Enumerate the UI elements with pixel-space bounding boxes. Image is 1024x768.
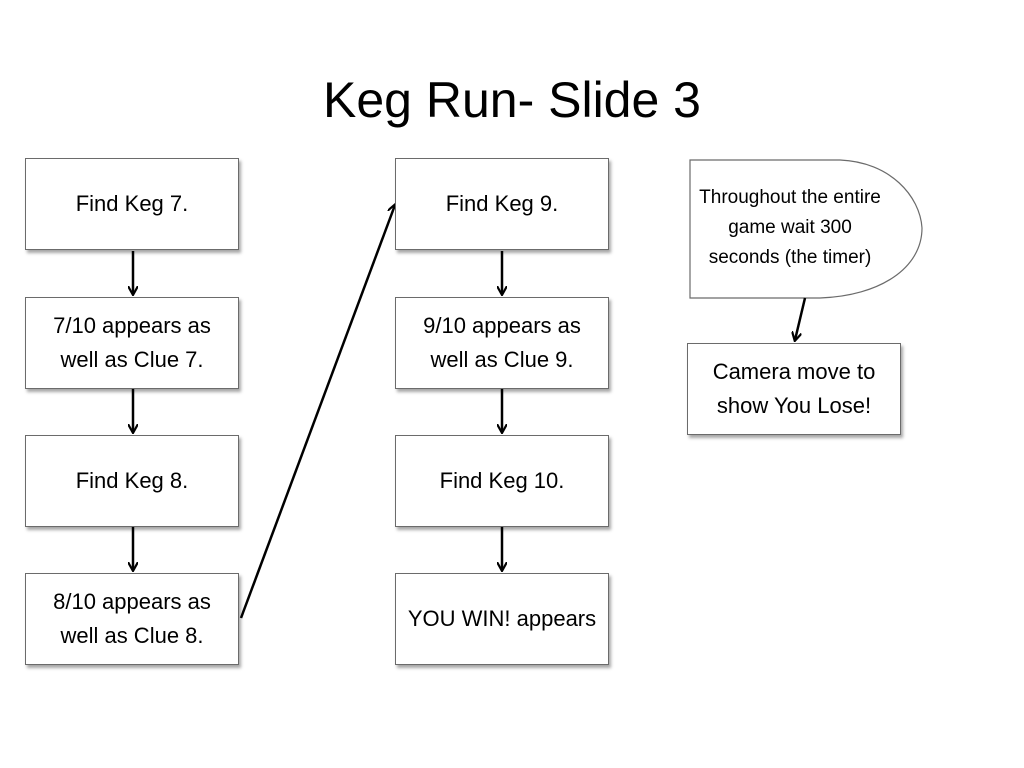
box-you-win: YOU WIN! appears [395, 573, 609, 665]
arrow-appears8-to-keg9 [239, 205, 395, 619]
box-appears-7: 7/10 appears as well as Clue 7. [25, 297, 239, 389]
timer-bubble-text: Throughout the entire game wait 300 seco… [699, 187, 881, 268]
box-find-keg-7: Find Keg 7. [25, 158, 239, 250]
box-find-keg-8: Find Keg 8. [25, 435, 239, 527]
box-appears-8: 8/10 appears as well as Clue 8. [25, 573, 239, 665]
box-camera-lose: Camera move to show You Lose! [687, 343, 901, 435]
box-find-keg-10: Find Keg 10. [395, 435, 609, 527]
box-appears-9: 9/10 appears as well as Clue 9. [395, 297, 609, 389]
slide-title: Keg Run- Slide 3 [322, 72, 701, 128]
box-find-keg-9: Find Keg 9. [395, 158, 609, 250]
arrow-timer-to-camera [795, 297, 807, 340]
